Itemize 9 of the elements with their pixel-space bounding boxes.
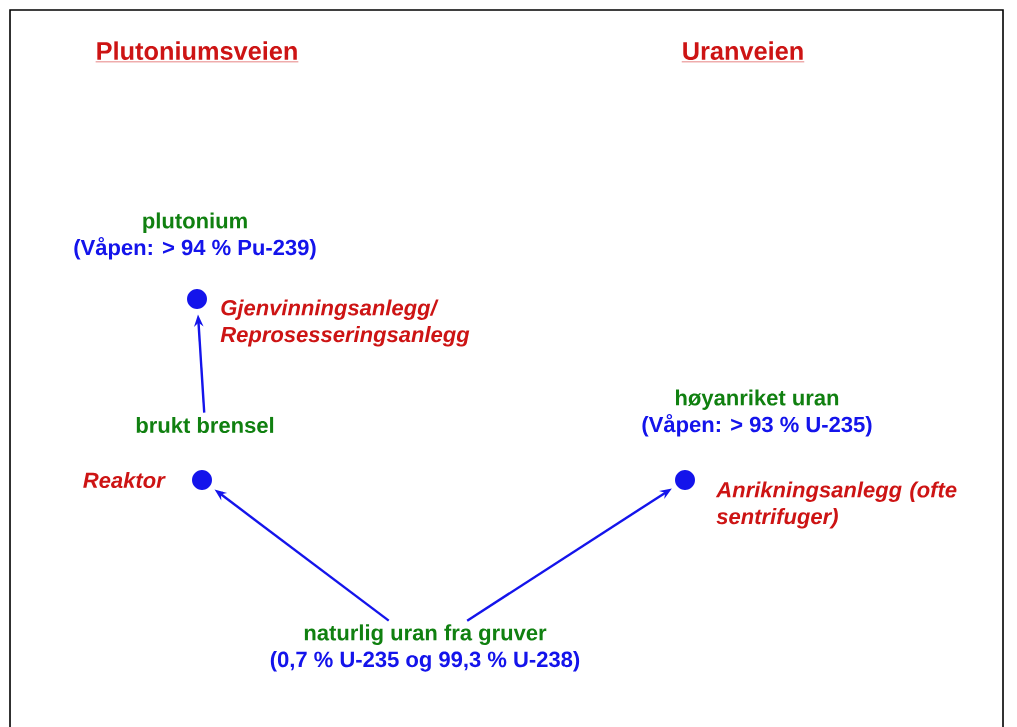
node-text: plutonium (Våpen: > 94 % Pu-239) bbox=[74, 212, 316, 260]
heading: Plutoniumsveien bbox=[95, 41, 299, 63]
node-text: brukt brensel bbox=[136, 416, 274, 434]
node-text: høyanriket uran (Våpen: > 93 % U-235) bbox=[642, 389, 872, 437]
facility-label: Reaktor bbox=[83, 471, 166, 489]
node-text: naturlig uran fra gruver (0,7 % U-235 og 99,3 % U-238) bbox=[270, 624, 580, 672]
heading: Uranveien bbox=[681, 41, 805, 63]
facility-label: Gjenvinningsanlegg/ Reprosesseringsanlegg bbox=[220, 299, 470, 347]
facility-label: Anrikningsanlegg (ofte sentrifuger) bbox=[715, 481, 957, 529]
